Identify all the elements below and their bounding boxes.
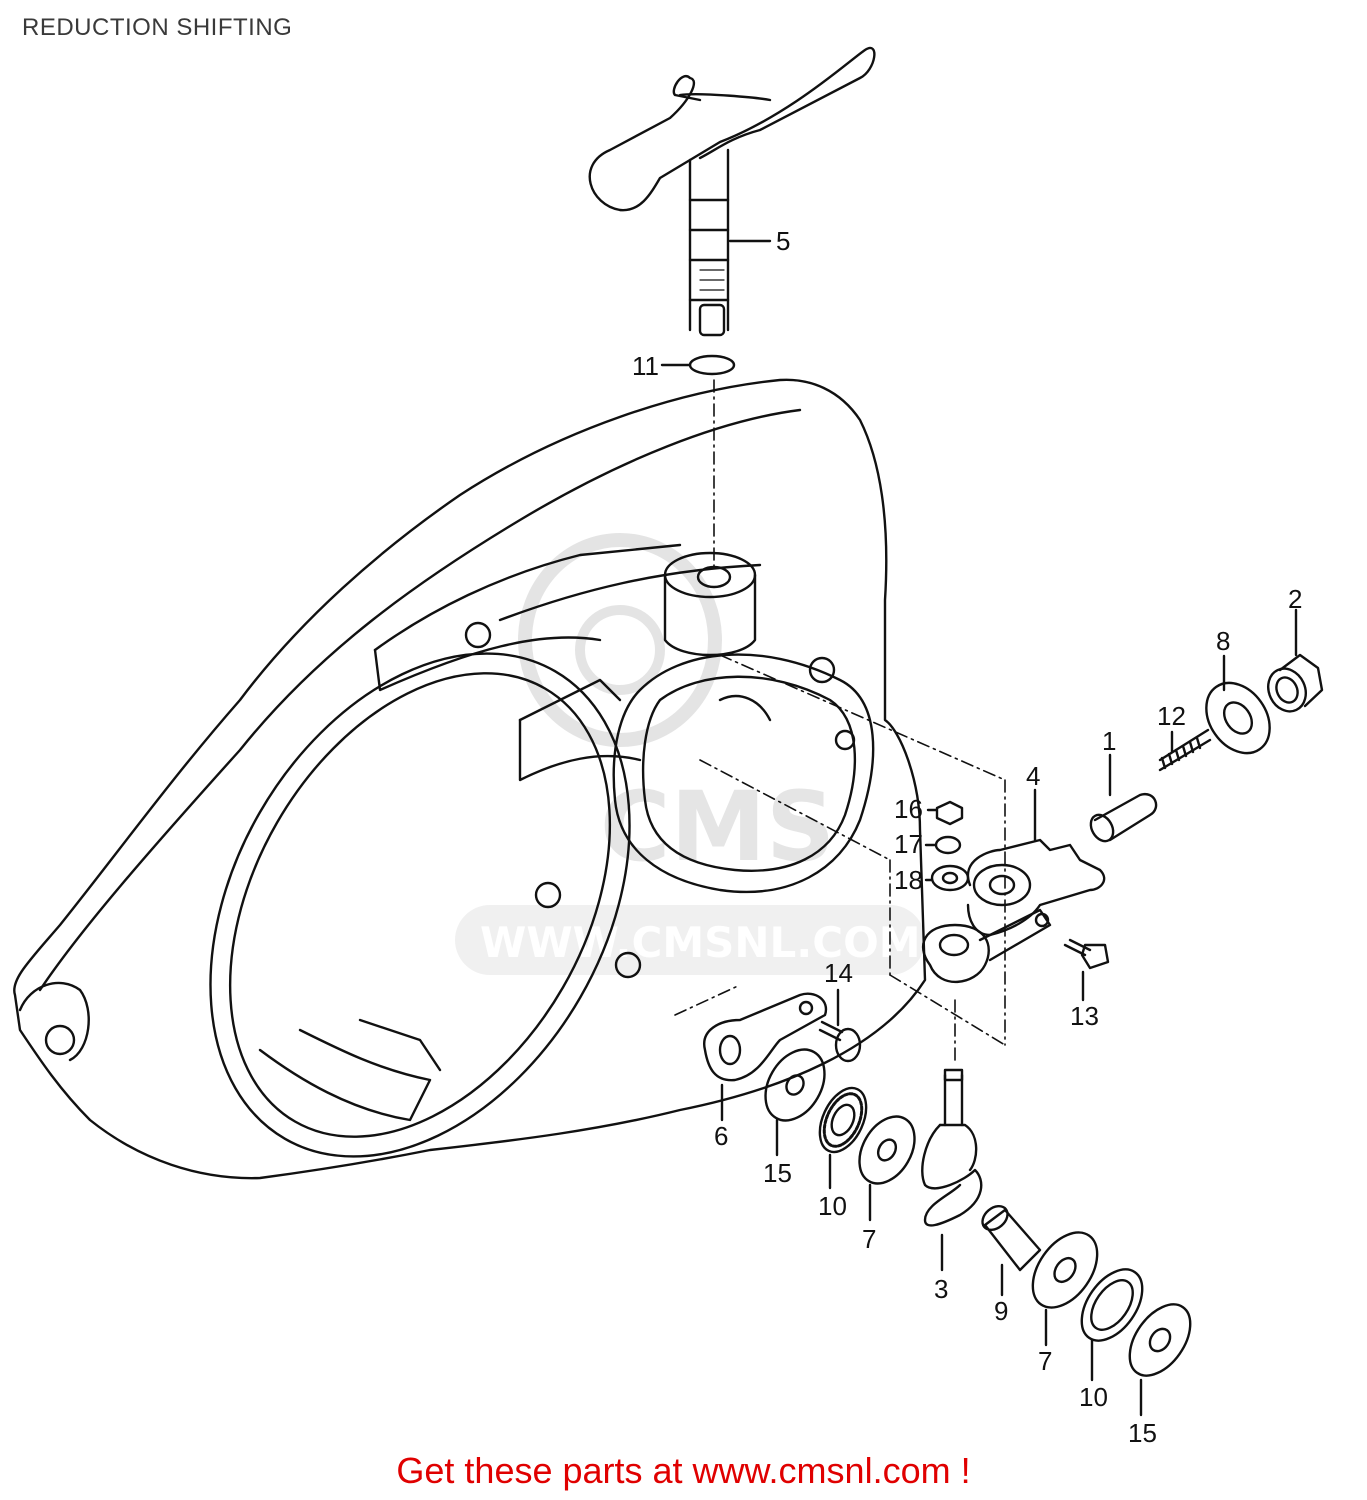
part-7b-washer xyxy=(1031,1231,1099,1347)
callout-labels: 1 2 3 4 5 6 7 7 8 9 10 10 11 12 13 14 15… xyxy=(632,226,1302,1448)
part-8-washer xyxy=(1205,654,1271,755)
callout-18: 18 xyxy=(894,865,923,895)
callout-17: 17 xyxy=(894,829,923,859)
part-15a-washer xyxy=(764,1048,826,1157)
part-11-o-ring xyxy=(688,354,736,376)
callout-14: 14 xyxy=(824,958,853,988)
callout-7a: 7 xyxy=(862,1224,876,1254)
callout-15a: 15 xyxy=(763,1158,792,1188)
callout-3: 3 xyxy=(934,1274,948,1304)
part-17-lock-washer xyxy=(934,835,962,855)
part-16-nut xyxy=(935,800,964,826)
callout-13: 13 xyxy=(1070,1001,1099,1031)
callout-8: 8 xyxy=(1216,626,1230,656)
callout-10a: 10 xyxy=(818,1191,847,1221)
part-12-spring xyxy=(1158,728,1212,772)
part-10b-washer xyxy=(1080,1268,1144,1382)
crankcase-cover xyxy=(13,378,927,1180)
callout-10b: 10 xyxy=(1079,1382,1108,1412)
callout-5: 5 xyxy=(776,226,790,256)
callout-6: 6 xyxy=(714,1121,728,1151)
part-15b-washer xyxy=(1128,1303,1192,1417)
part-6-plate xyxy=(703,992,828,1122)
part-2-plug-bolt xyxy=(1267,608,1324,713)
callout-9: 9 xyxy=(994,1296,1008,1326)
watermark-logo: CMS xyxy=(600,771,835,883)
part-10a-toothed-washer xyxy=(818,1086,868,1190)
callout-11: 11 xyxy=(632,351,659,381)
promo-link[interactable]: Get these parts at www.cmsnl.com ! xyxy=(396,1450,971,1491)
part-13-bolt xyxy=(1063,938,1110,1002)
callout-12: 12 xyxy=(1157,701,1186,731)
part-5-shaft xyxy=(588,46,876,337)
callout-4: 4 xyxy=(1026,761,1040,791)
part-18-washer xyxy=(930,864,970,892)
callout-1: 1 xyxy=(1102,726,1116,756)
part-3-lever xyxy=(921,1068,983,1272)
part-4-arm xyxy=(921,788,1106,984)
page-title: REDUCTION SHIFTING xyxy=(22,14,293,41)
part-14-screw xyxy=(818,988,862,1063)
callout-2: 2 xyxy=(1288,584,1302,614)
part-7a-washer xyxy=(858,1115,916,1222)
watermark-text: WWW.CMSNL.COM xyxy=(480,918,921,967)
part-9-collar xyxy=(981,1204,1042,1297)
callout-15b: 15 xyxy=(1128,1418,1157,1448)
callout-7b: 7 xyxy=(1038,1346,1052,1376)
part-1-pin xyxy=(1089,753,1158,843)
callout-16: 16 xyxy=(894,794,923,824)
